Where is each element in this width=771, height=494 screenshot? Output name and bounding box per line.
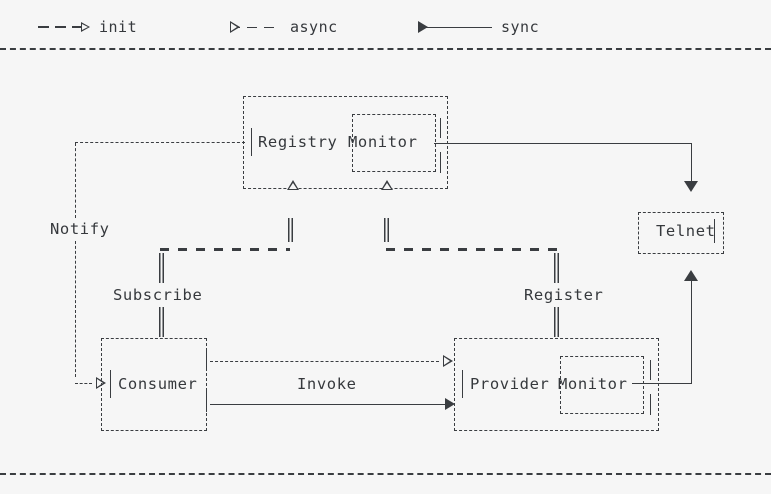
notify-edge-vertical-upper	[75, 143, 76, 218]
notify-edge-horizontal	[75, 142, 245, 143]
provider-monitor-pipe-upper	[650, 360, 651, 380]
edge-label-invoke: Invoke	[297, 375, 357, 393]
subscribe-edge-horizontal	[160, 248, 290, 251]
sync-arrow-icon	[418, 20, 492, 34]
init-arrowhead-subscribe	[287, 180, 299, 190]
provider-inner-pipe	[462, 370, 463, 398]
legend-label-sync: sync	[501, 18, 540, 36]
node-registry-monitor-label: Monitor	[348, 133, 418, 151]
legend-label-async: async	[290, 18, 338, 36]
telnet-inner-pipe	[714, 219, 715, 243]
registry-monitor-telnet-arrowhead	[684, 181, 698, 192]
legend-separator-top	[0, 48, 771, 50]
register-edge-vertical-top	[384, 218, 389, 242]
consumer-right-pipe-upper	[206, 348, 207, 370]
node-provider-monitor-label: Monitor	[558, 375, 628, 393]
node-registry-label: Registry	[258, 133, 338, 151]
invoke-sync-arrowhead	[445, 398, 455, 410]
provider-monitor-pipe-lower	[650, 394, 651, 415]
provider-monitor-telnet-horizontal	[632, 383, 692, 384]
edge-label-subscribe: Subscribe	[113, 286, 203, 304]
provider-monitor-telnet-arrowhead	[684, 270, 698, 281]
legend-item-sync: sync	[418, 15, 539, 39]
node-consumer-label: Consumer	[118, 375, 198, 393]
node-consumer-box[interactable]	[101, 338, 207, 431]
register-edge-horizontal	[386, 248, 557, 251]
legend-label-init: init	[99, 18, 138, 36]
notify-edge-vertical-lower	[75, 241, 76, 377]
consumer-right-pipe-lower	[206, 390, 207, 412]
registry-monitor-telnet-horizontal	[434, 143, 692, 144]
subscribe-edge-vertical-top	[288, 218, 293, 242]
notify-edge-corner	[75, 383, 92, 384]
subscribe-edge-vertical-lower	[159, 307, 164, 337]
node-provider-label: Provider	[470, 375, 550, 393]
subscribe-edge-vertical-upper	[159, 253, 164, 283]
register-edge-vertical-upper	[554, 253, 559, 283]
node-telnet-box[interactable]	[638, 212, 724, 254]
registry-inner-pipe	[251, 128, 252, 156]
async-arrow-icon	[230, 20, 281, 34]
init-arrow-icon	[38, 20, 90, 34]
consumer-inner-pipe	[110, 370, 111, 398]
node-provider-box[interactable]	[454, 338, 659, 431]
invoke-async-edge	[210, 361, 439, 362]
legend: init async sync	[0, 15, 771, 45]
provider-monitor-telnet-vertical	[691, 281, 692, 383]
registry-monitor-pipe-lower	[440, 152, 441, 173]
init-arrowhead-register	[381, 180, 393, 190]
invoke-sync-edge	[210, 404, 446, 405]
legend-item-init: init	[38, 15, 137, 39]
edge-label-register: Register	[524, 286, 604, 304]
register-edge-vertical-lower	[554, 307, 559, 337]
node-telnet-label: Telnet	[656, 222, 716, 240]
registry-monitor-telnet-vertical	[691, 143, 692, 181]
registry-monitor-pipe-upper	[440, 118, 441, 138]
edge-label-notify: Notify	[50, 220, 110, 238]
legend-item-async: async	[230, 15, 338, 39]
invoke-async-arrowhead	[443, 355, 453, 367]
node-provider-monitor-box[interactable]	[560, 356, 644, 414]
diagram-separator-bottom	[0, 473, 771, 475]
